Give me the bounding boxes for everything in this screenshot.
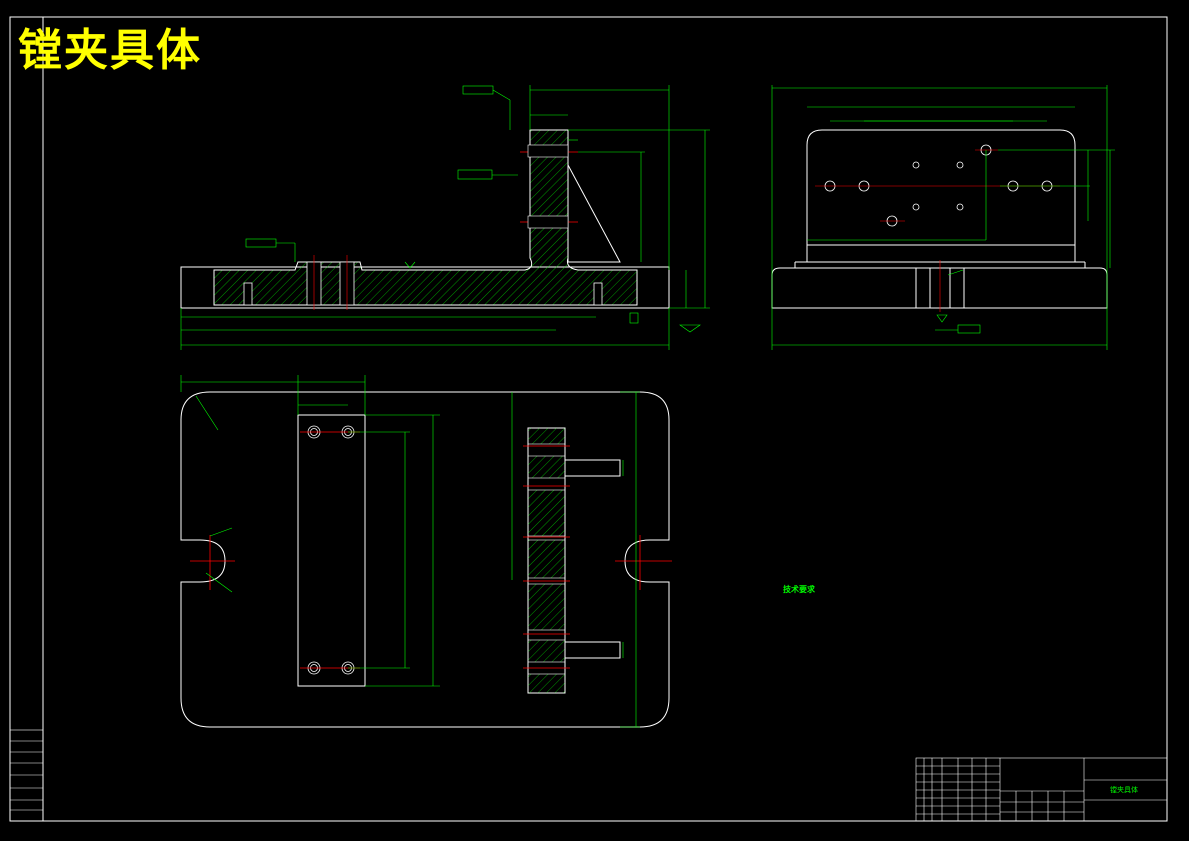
title-block-part-name: 镗夹具体 [1110,786,1138,794]
sheet-border [9,16,1168,822]
top-view [180,391,670,728]
front-view-section [180,129,670,310]
side-view-dimensions [771,85,1115,350]
top-view-upright-section [527,427,566,694]
drawing-title: 镗夹具体 [18,25,202,76]
title-block [915,757,1168,822]
top-view-red-marks [190,431,672,669]
side-view [771,129,1108,309]
top-view-dimensions [180,375,640,728]
margin-stamp-block [9,729,44,822]
front-view-dimensions [180,85,710,350]
tech-requirements-title: 技术要求 [783,585,815,594]
side-view-centerlines [815,149,1060,312]
